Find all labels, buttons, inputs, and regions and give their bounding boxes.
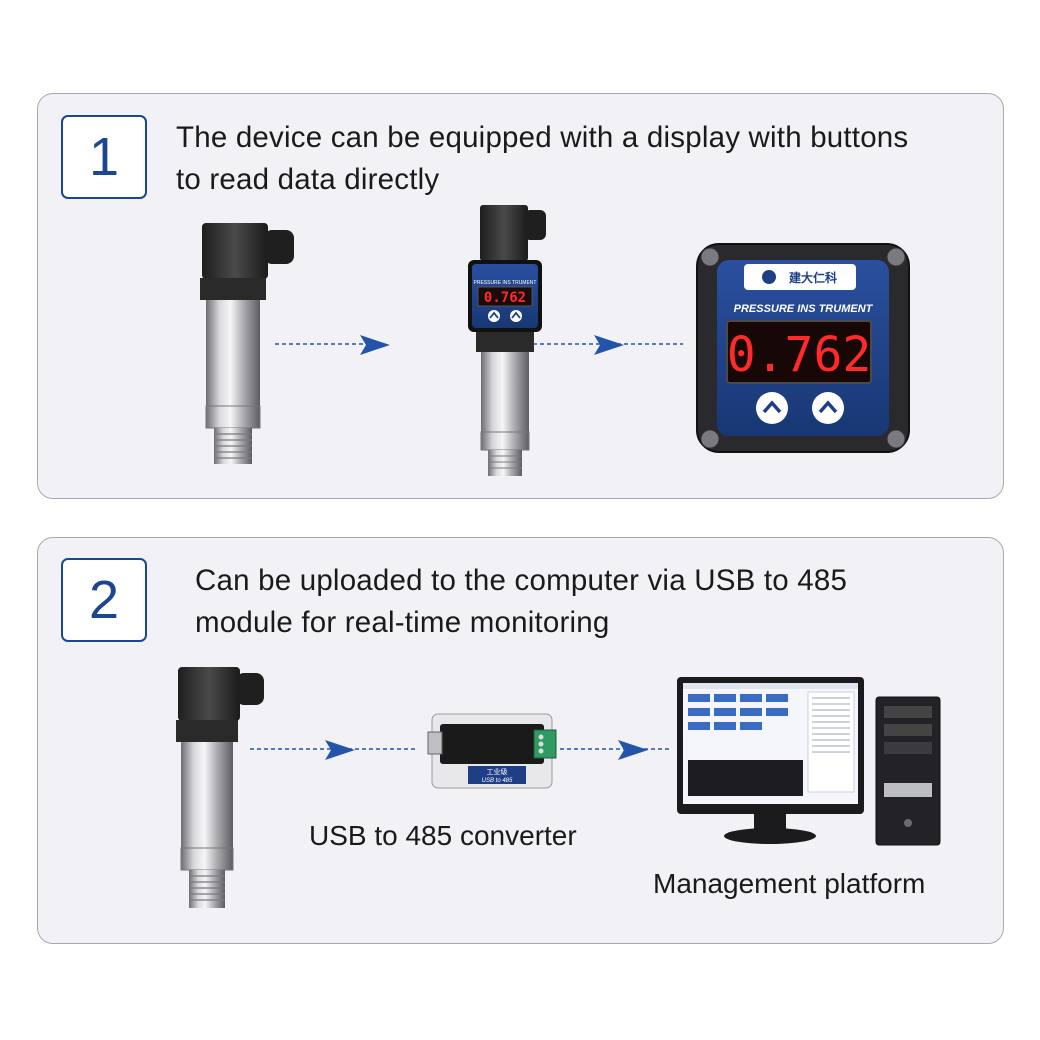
usb-485-converter: 工业级 USB to 485 — [427, 713, 557, 789]
small-display-header: PRESSURE INS TRUMENT — [474, 280, 537, 286]
converter-label-bottom: USB to 485 — [482, 778, 513, 784]
step-1-panel: 1 The device can be equipped with a disp… — [37, 93, 1004, 499]
flow-arrow-3 — [250, 740, 418, 760]
management-computer — [677, 677, 941, 846]
step-1-line-2: to read data directly — [176, 163, 440, 196]
cable-gland — [524, 210, 546, 240]
small-led-window — [477, 286, 533, 307]
flow-arrow-1 — [275, 335, 390, 355]
monitor-stand — [724, 828, 816, 844]
up-arrow-icon — [818, 400, 838, 414]
hex-nut — [205, 405, 261, 429]
hex-nut — [480, 431, 530, 451]
connector-head — [202, 223, 268, 279]
up-arrow-icon — [489, 311, 499, 319]
steel-body — [206, 300, 260, 406]
cable-gland — [264, 230, 294, 264]
step-2-description: Can be uploaded to the computer via USB … — [195, 560, 995, 644]
monitor-neck — [754, 814, 786, 830]
cable-gland — [236, 673, 264, 705]
instrument-header: PRESSURE INS TRUMENT — [734, 303, 874, 315]
step-1-illustration: PRESSURE INS TRUMENT 0.762 — [200, 205, 910, 476]
flow-arrow-4 — [560, 740, 670, 760]
corner-screw — [700, 247, 720, 267]
converter-label — [468, 766, 526, 784]
corner-screw — [700, 429, 720, 449]
up-arrow-icon — [511, 311, 521, 319]
platform-caption: Management platform — [653, 868, 926, 899]
step-1-line-1: The device can be equipped with a displa… — [176, 121, 909, 154]
pc-drive-bay — [884, 783, 932, 797]
instrument-button-1 — [756, 392, 788, 424]
small-button-1 — [488, 310, 500, 322]
pressure-transmitter-with-display: PRESSURE INS TRUMENT 0.762 — [468, 205, 546, 476]
housing-collar — [200, 278, 266, 300]
pressure-transmitter-plain — [200, 223, 294, 464]
housing-collar — [176, 720, 238, 742]
up-arrow-icon — [762, 400, 782, 414]
connector-head — [178, 667, 240, 721]
converter-top-panel — [440, 724, 544, 764]
arrow-right-icon — [325, 740, 355, 760]
corner-screw — [886, 247, 906, 267]
converter-label-top: 工业级 — [487, 767, 508, 776]
arrow-right-icon — [594, 335, 624, 355]
terminal-block — [533, 729, 557, 759]
screen-chart-area — [688, 760, 803, 796]
small-led-reading: 0.762 — [484, 290, 526, 306]
step-1-description: The device can be equipped with a displa… — [176, 117, 996, 201]
converter-caption: USB to 485 converter — [309, 820, 577, 851]
step-2-panel: 2 Can be uploaded to the computer via US… — [37, 537, 1004, 944]
connector-head — [480, 205, 528, 261]
led-reading: 0.762 — [727, 327, 872, 383]
hex-nut — [180, 847, 234, 871]
arrow-right-icon — [360, 335, 390, 355]
led-window — [726, 320, 872, 384]
usb-port — [427, 731, 443, 755]
step-2-line-2: module for real-time monitoring — [195, 606, 610, 639]
small-button-2 — [510, 310, 522, 322]
steel-body — [481, 352, 529, 432]
steel-body — [181, 742, 233, 848]
brand-plate — [744, 264, 856, 290]
arrow-right-icon — [618, 740, 648, 760]
housing-collar — [476, 332, 534, 352]
threaded-port — [488, 450, 522, 476]
large-display-instrument: 建大仁科 PRESSURE INS TRUMENT 0.762 — [696, 243, 910, 453]
brand-logo-icon — [762, 270, 776, 284]
step-number-1: 1 — [61, 115, 147, 199]
flow-arrow-2 — [533, 335, 683, 355]
instrument-button-2 — [812, 392, 844, 424]
pressure-transmitter-plain — [176, 667, 264, 908]
corner-screw — [886, 429, 906, 449]
brand-name: 建大仁科 — [788, 270, 837, 285]
step-2-line-1: Can be uploaded to the computer via USB … — [195, 564, 848, 597]
step-number-2: 2 — [61, 558, 147, 642]
step-2-illustration: 工业级 USB to 485 — [176, 667, 941, 908]
